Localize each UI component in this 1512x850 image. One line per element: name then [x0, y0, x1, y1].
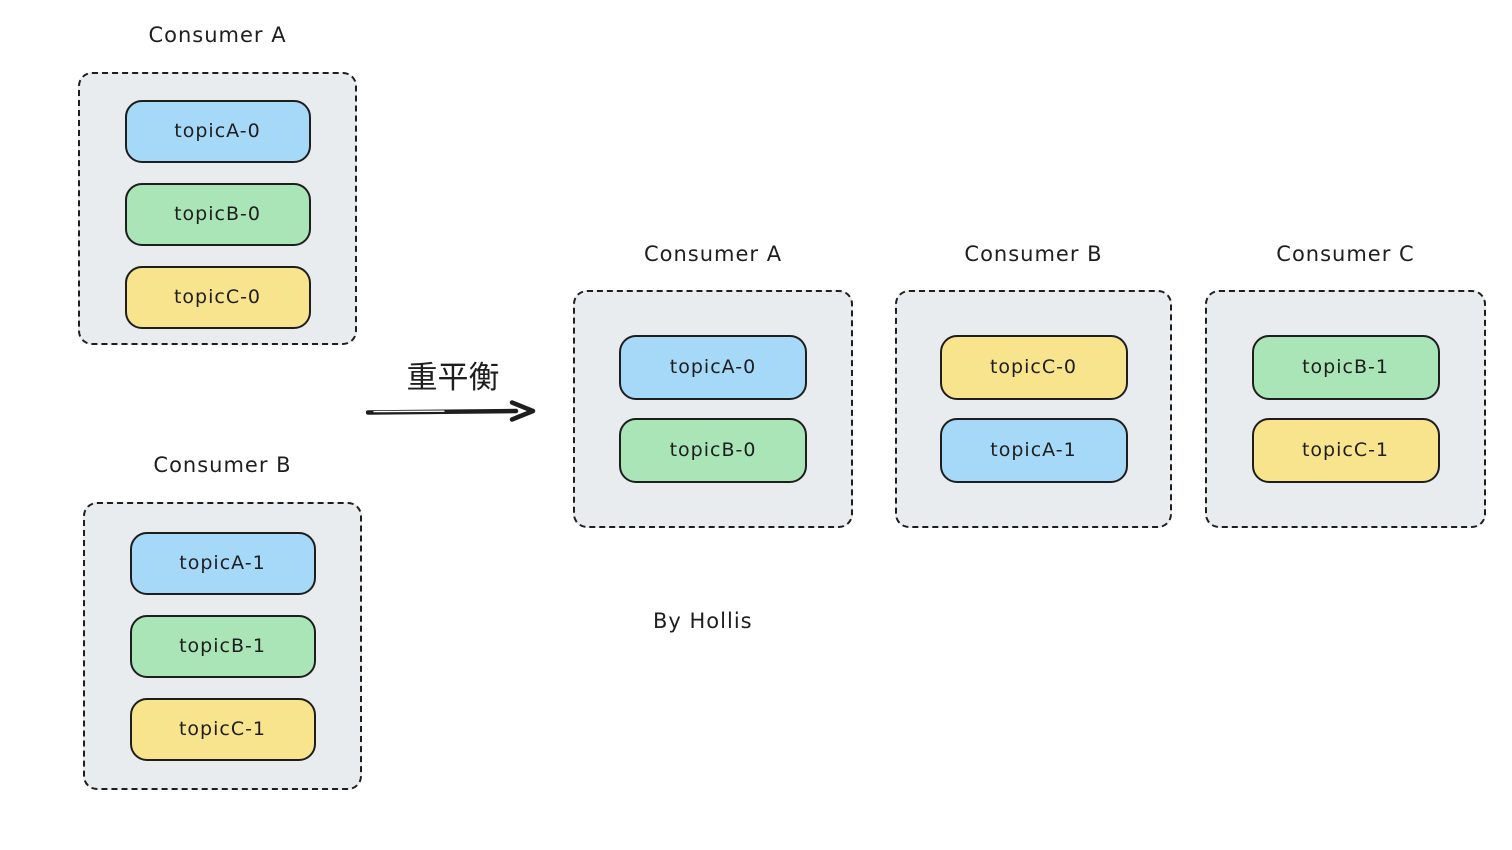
group-title-after-consumer-c: Consumer C	[1276, 242, 1415, 266]
rebalance-arrow-label: 重平衡	[406, 360, 500, 396]
partition-box: topicB-1	[129, 614, 316, 678]
partition-box: topicC-0	[124, 265, 311, 329]
partition-box: topicB-0	[619, 417, 807, 483]
partition-box: topicA-0	[619, 334, 807, 400]
group-title-after-consumer-b: Consumer B	[964, 242, 1103, 266]
partition-box: topicA-1	[939, 417, 1128, 483]
partition-box: topicC-0	[939, 334, 1128, 400]
partition-box: topicB-1	[1251, 334, 1440, 400]
group-title-after-consumer-a: Consumer A	[643, 242, 783, 266]
partition-box: topicC-1	[129, 697, 316, 761]
partition-box: topicA-0	[124, 99, 311, 163]
partition-box: topicC-1	[1251, 417, 1440, 483]
partition-box: topicA-1	[129, 531, 316, 595]
rebalance-arrow-icon	[366, 400, 536, 422]
consumer-group-after-b: topicC-0 topicA-1	[895, 290, 1172, 528]
partition-box: topicB-0	[124, 182, 311, 246]
consumer-group-before-b: topicA-1 topicB-1 topicC-1	[83, 502, 362, 790]
group-title-before-consumer-a: Consumer A	[148, 23, 287, 47]
consumer-group-after-c: topicB-1 topicC-1	[1205, 290, 1486, 528]
credit-text: By Hollis	[653, 609, 753, 633]
consumer-group-before-a: topicA-0 topicB-0 topicC-0	[78, 72, 357, 345]
consumer-group-after-a: topicA-0 topicB-0	[573, 290, 853, 528]
group-title-before-consumer-b: Consumer B	[153, 453, 292, 477]
